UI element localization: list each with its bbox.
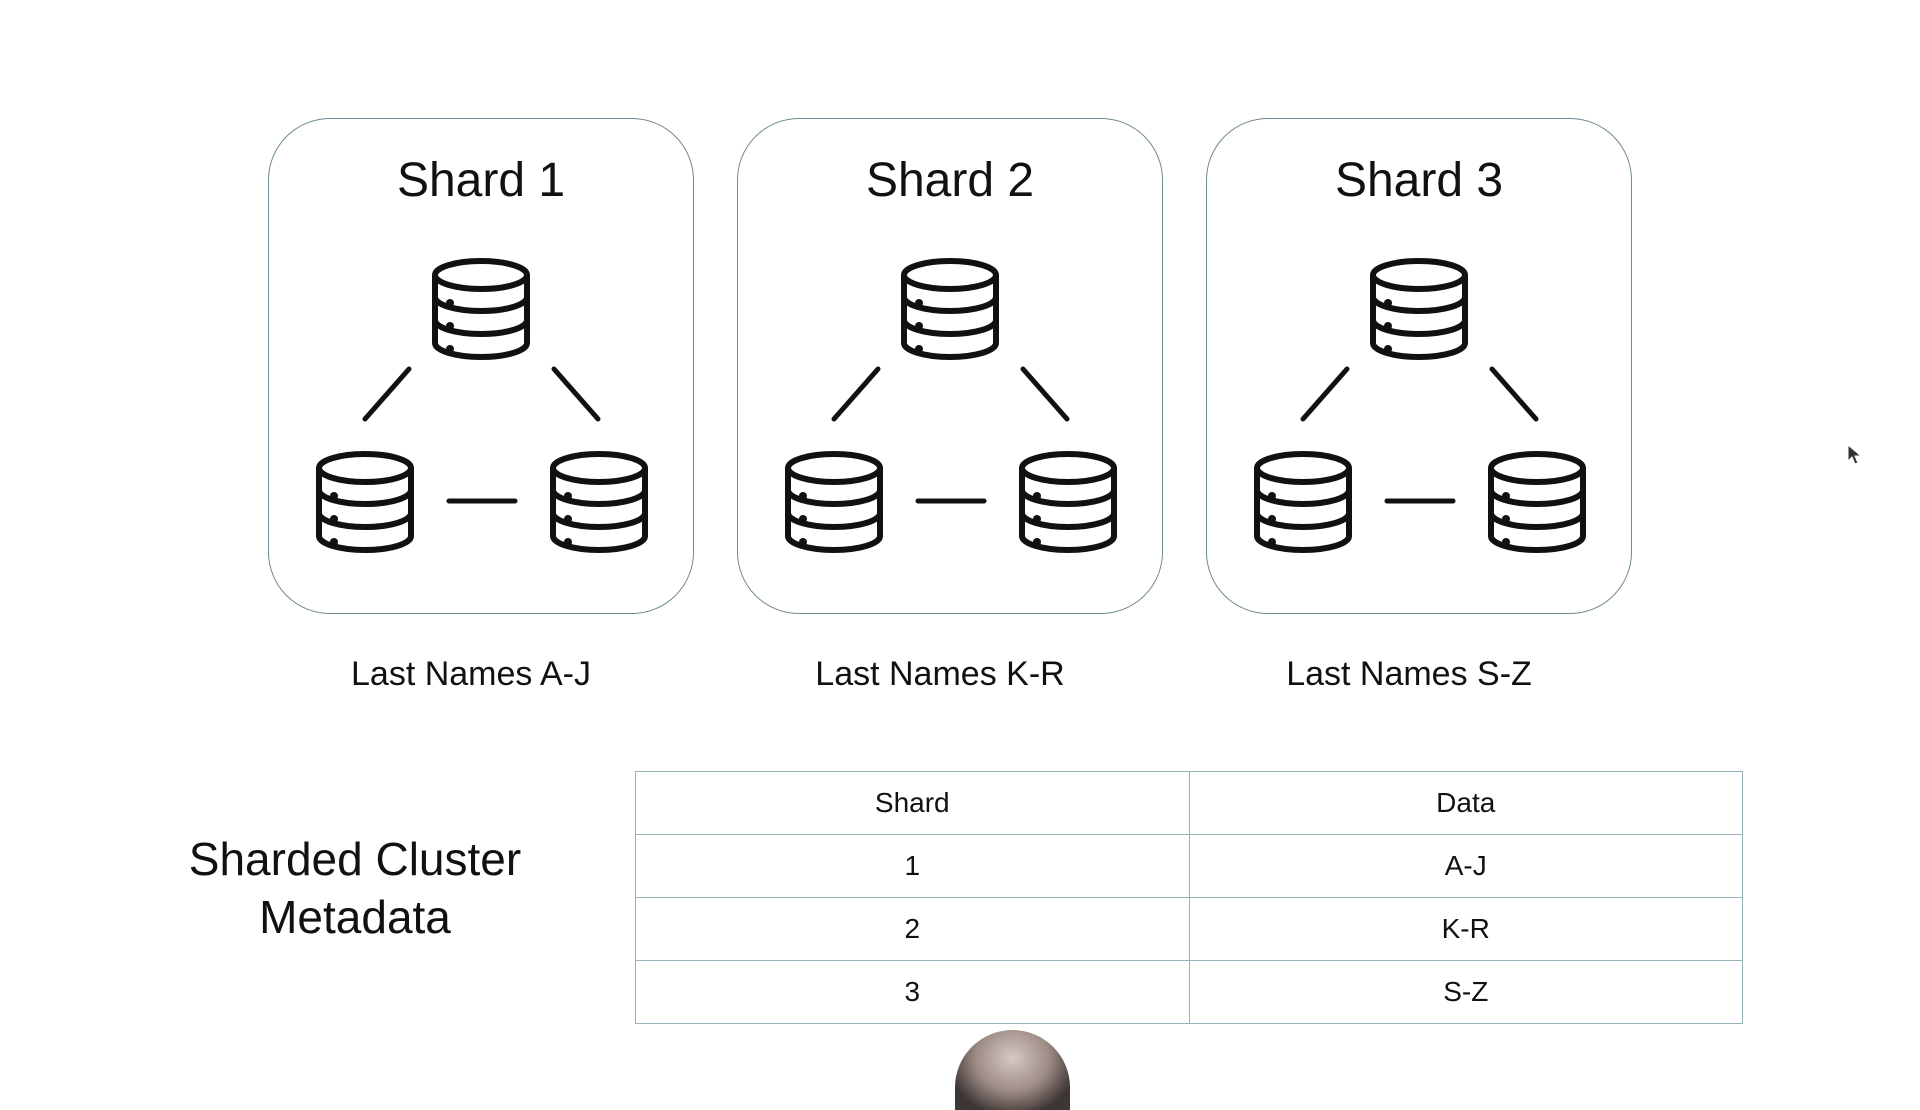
shard-range-label-3: Last Names S-Z <box>1286 655 1532 693</box>
table-row: 3 S-Z <box>635 960 1743 1024</box>
table-row: 2 K-R <box>635 897 1743 961</box>
metadata-title: Sharded Cluster Metadata <box>150 830 560 946</box>
database-icon <box>550 451 648 553</box>
data-range-cell: S-Z <box>1188 960 1743 1024</box>
column-header-data: Data <box>1188 771 1743 835</box>
table-row: 1 A-J <box>635 834 1743 898</box>
database-icon <box>901 258 999 360</box>
table-header-row: Shard Data <box>635 771 1743 835</box>
replication-links <box>1300 366 1539 504</box>
shard-title: Shard 2 <box>865 154 1035 207</box>
data-range-cell: A-J <box>1188 834 1743 898</box>
shard-cell: 1 <box>635 834 1190 898</box>
metadata-table: Shard Data 1 A-J 2 K-R 3 S-Z <box>635 771 1743 1024</box>
replica-set-diagram <box>316 258 648 553</box>
shard-cell: 2 <box>635 897 1190 961</box>
presenter-video-overlay <box>955 1030 1070 1110</box>
shard-range-label-1: Last Names A-J <box>351 655 591 693</box>
shard-box-1: Shard 1 <box>268 118 694 614</box>
database-icon <box>1254 451 1352 553</box>
shard-box-3: Shard 3 <box>1206 118 1632 614</box>
column-header-shard: Shard <box>635 771 1190 835</box>
shard-box-2: Shard 2 <box>737 118 1163 614</box>
shard-title: Shard 3 <box>1334 154 1504 207</box>
database-icon <box>785 451 883 553</box>
shard-title: Shard 1 <box>396 154 566 207</box>
database-icon <box>1488 451 1586 553</box>
mouse-pointer-icon <box>1847 444 1863 465</box>
shard-cell: 3 <box>635 960 1190 1024</box>
metadata-title-line-2: Metadata <box>259 891 451 943</box>
shard-range-label-2: Last Names K-R <box>815 655 1065 693</box>
replication-links <box>362 366 601 504</box>
database-icon <box>316 451 414 553</box>
replica-set-diagram <box>785 258 1117 553</box>
database-icon <box>1370 258 1468 360</box>
database-icon <box>432 258 530 360</box>
database-icon <box>1019 451 1117 553</box>
replica-set-diagram <box>1254 258 1586 553</box>
metadata-title-line-1: Sharded Cluster <box>188 833 522 885</box>
data-range-cell: K-R <box>1188 897 1743 961</box>
replication-links <box>831 366 1070 504</box>
